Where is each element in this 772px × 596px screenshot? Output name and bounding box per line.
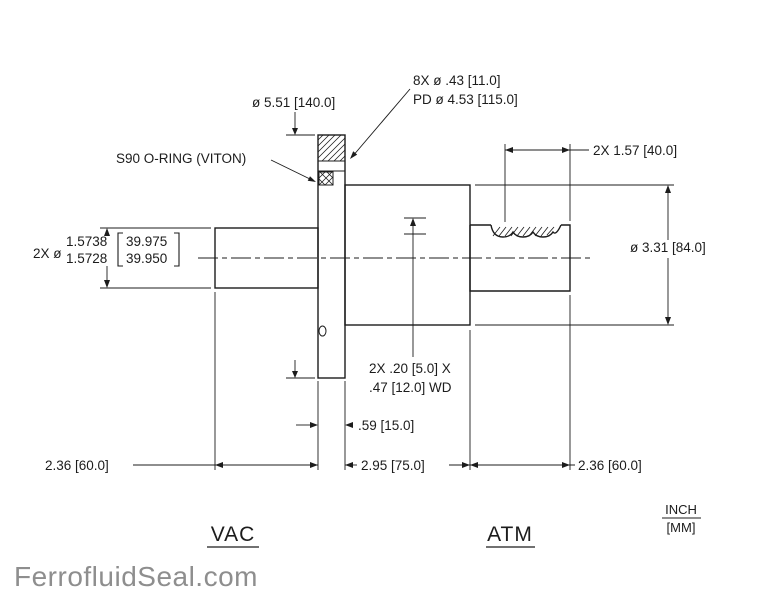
dim-body-od: ø 3.31 [84.0] <box>630 240 706 255</box>
label-vacuum-side: VAC <box>211 523 256 546</box>
dim-bolt-holes-line1: 8X ø .43 [11.0] <box>413 73 501 88</box>
label-units-inch: INCH <box>665 502 697 517</box>
dim-bolt-holes-line2: PD ø 4.53 [115.0] <box>413 92 518 107</box>
label-oring-callout: S90 O-RING (VITON) <box>116 151 246 166</box>
dim-shaft-diameter-mm-lower: 39.950 <box>126 251 167 266</box>
dim-shaft-diameter-inch-lower: 1.5728 <box>66 251 107 266</box>
dimension-arrowheads <box>104 128 671 468</box>
dim-shaft-diameter-inch-upper: 1.5738 <box>66 234 107 249</box>
stacked-dimension-brackets <box>117 232 180 267</box>
annotation-texts: ø 5.51 [140.0] 8X ø .43 [11.0] PD ø 4.53… <box>33 73 706 473</box>
dim-flange-od: ø 5.51 [140.0] <box>252 95 335 110</box>
dim-groove-spacing: 2X 1.57 [40.0] <box>593 143 677 158</box>
oring-section-outline <box>318 171 334 186</box>
dim-length-left: 2.36 [60.0] <box>45 458 109 473</box>
dim-groove-note-line1: 2X .20 [5.0] X <box>369 361 451 376</box>
dim-shaft-diameter-mm-upper: 39.975 <box>126 234 167 249</box>
dimension-lines <box>100 88 674 470</box>
label-units-mm: [MM] <box>667 520 696 535</box>
housing-body-outline <box>344 184 471 326</box>
shaft-groove-hatch <box>492 226 555 237</box>
side-labels: VAC ATM INCH [MM] <box>207 502 701 548</box>
label-atmosphere-side: ATM <box>487 523 533 546</box>
lower-bolt-hole <box>318 325 327 337</box>
watermark-site-name: FerrofluidSeal.com <box>14 561 258 592</box>
open-bracket <box>117 232 123 267</box>
dim-groove-note-line2: .47 [12.0] WD <box>369 380 452 395</box>
flange-section-hatch <box>317 134 346 162</box>
part-outlines <box>214 134 571 379</box>
dim-shaft-diameter-prefix: 2X ø <box>33 246 62 261</box>
close-bracket <box>174 232 180 267</box>
dim-flange-thickness: .59 [15.0] <box>358 418 414 433</box>
right-shaft-outline <box>469 224 571 292</box>
dim-length-mid: 2.95 [75.0] <box>361 458 425 473</box>
dim-length-right: 2.36 [60.0] <box>578 458 642 473</box>
oring-crosshatch <box>318 171 334 186</box>
